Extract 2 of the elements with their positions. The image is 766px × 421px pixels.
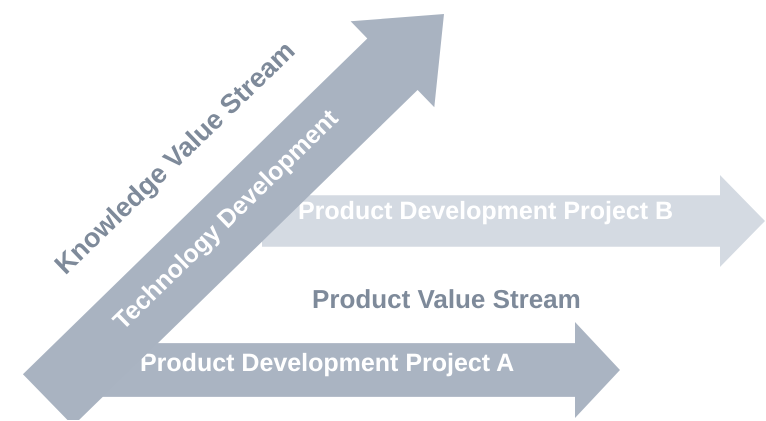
stream-label: Product Value Stream bbox=[312, 284, 581, 315]
arrow-label: Product Development Project A bbox=[140, 349, 514, 378]
